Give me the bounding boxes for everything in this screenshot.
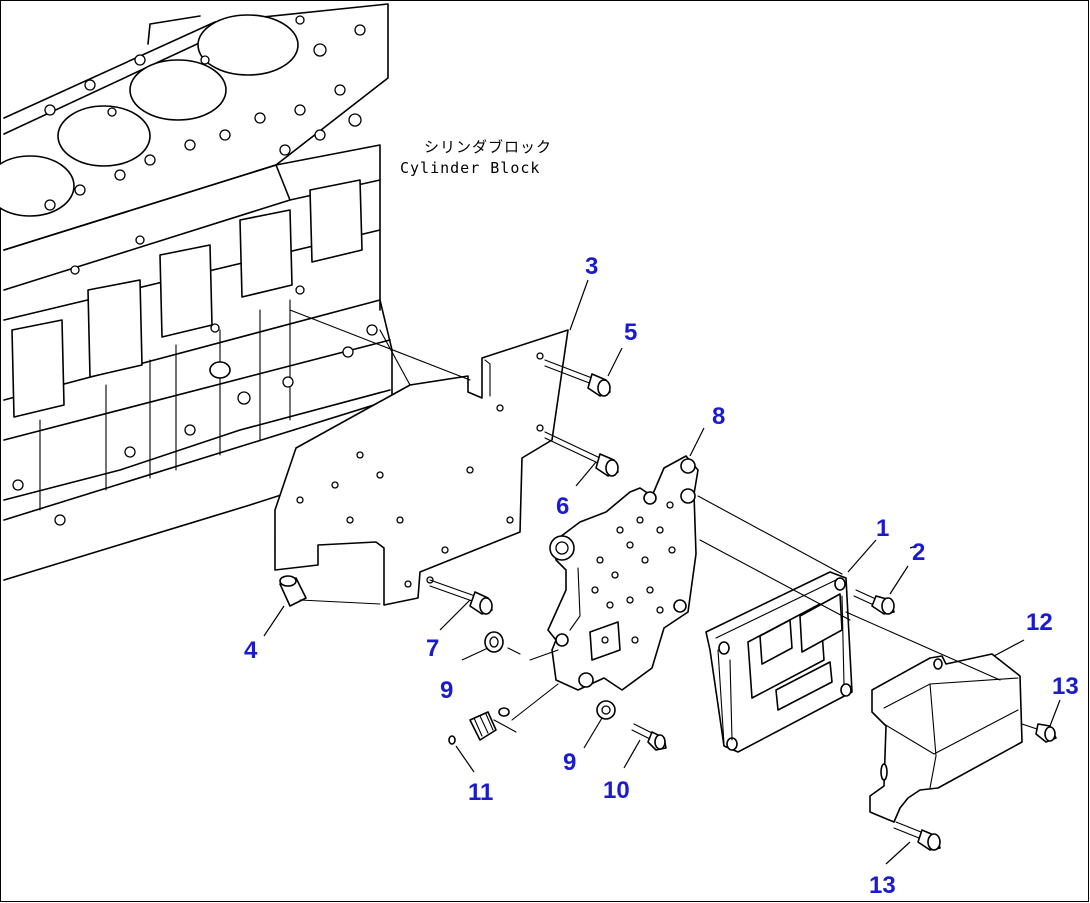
callout-1: 1 bbox=[876, 515, 889, 542]
callout-5: 5 bbox=[624, 319, 637, 346]
ecm-cover bbox=[869, 653, 1023, 823]
callout-6: 6 bbox=[556, 493, 569, 520]
mounting-plate bbox=[274, 329, 569, 606]
nut-11 bbox=[448, 707, 517, 745]
bolt-10 bbox=[631, 723, 667, 751]
bolt-2 bbox=[853, 589, 895, 615]
callout-10: 10 bbox=[603, 777, 630, 804]
grommet-9-lower bbox=[596, 700, 616, 720]
bolt-5 bbox=[544, 359, 611, 397]
cylinder-bore bbox=[57, 105, 151, 167]
assembly-lines bbox=[289, 309, 1001, 721]
ecm-bracket bbox=[547, 455, 699, 691]
spacer-4 bbox=[279, 575, 381, 607]
callout-8: 8 bbox=[712, 403, 725, 430]
grommet-9-upper bbox=[484, 631, 521, 655]
callout-13: 13 bbox=[869, 872, 896, 899]
cylinder-bore bbox=[197, 14, 299, 76]
callout-9-upper: 9 bbox=[440, 677, 453, 704]
bolt-13 bbox=[893, 821, 941, 851]
callout-7: 7 bbox=[426, 635, 439, 662]
callout-11: 11 bbox=[468, 779, 493, 806]
bolt-6 bbox=[544, 431, 619, 477]
engine-controller bbox=[705, 571, 853, 753]
callout-labels: 3 5 8 6 1 2 12 13 4 7 9 9 10 11 13 bbox=[244, 253, 1079, 899]
callout-12: 12 bbox=[1026, 609, 1053, 636]
leader-lines bbox=[263, 279, 1061, 865]
callout-9-lower: 9 bbox=[563, 749, 576, 776]
cylinder-block-label-jp: シリンダブロック bbox=[424, 138, 552, 156]
cylinder-bore bbox=[0, 155, 75, 217]
bolt-14 bbox=[1021, 723, 1057, 743]
callout-2: 2 bbox=[912, 539, 925, 566]
bolt-7 bbox=[429, 579, 493, 615]
callout-3: 3 bbox=[585, 253, 598, 280]
cylinder-bore bbox=[129, 59, 227, 121]
cylinder-block-label-en: Cylinder Block bbox=[400, 159, 540, 177]
callout-14: 13 bbox=[1052, 673, 1079, 700]
cylinder-block bbox=[0, 3, 393, 581]
callout-4: 4 bbox=[244, 637, 258, 664]
